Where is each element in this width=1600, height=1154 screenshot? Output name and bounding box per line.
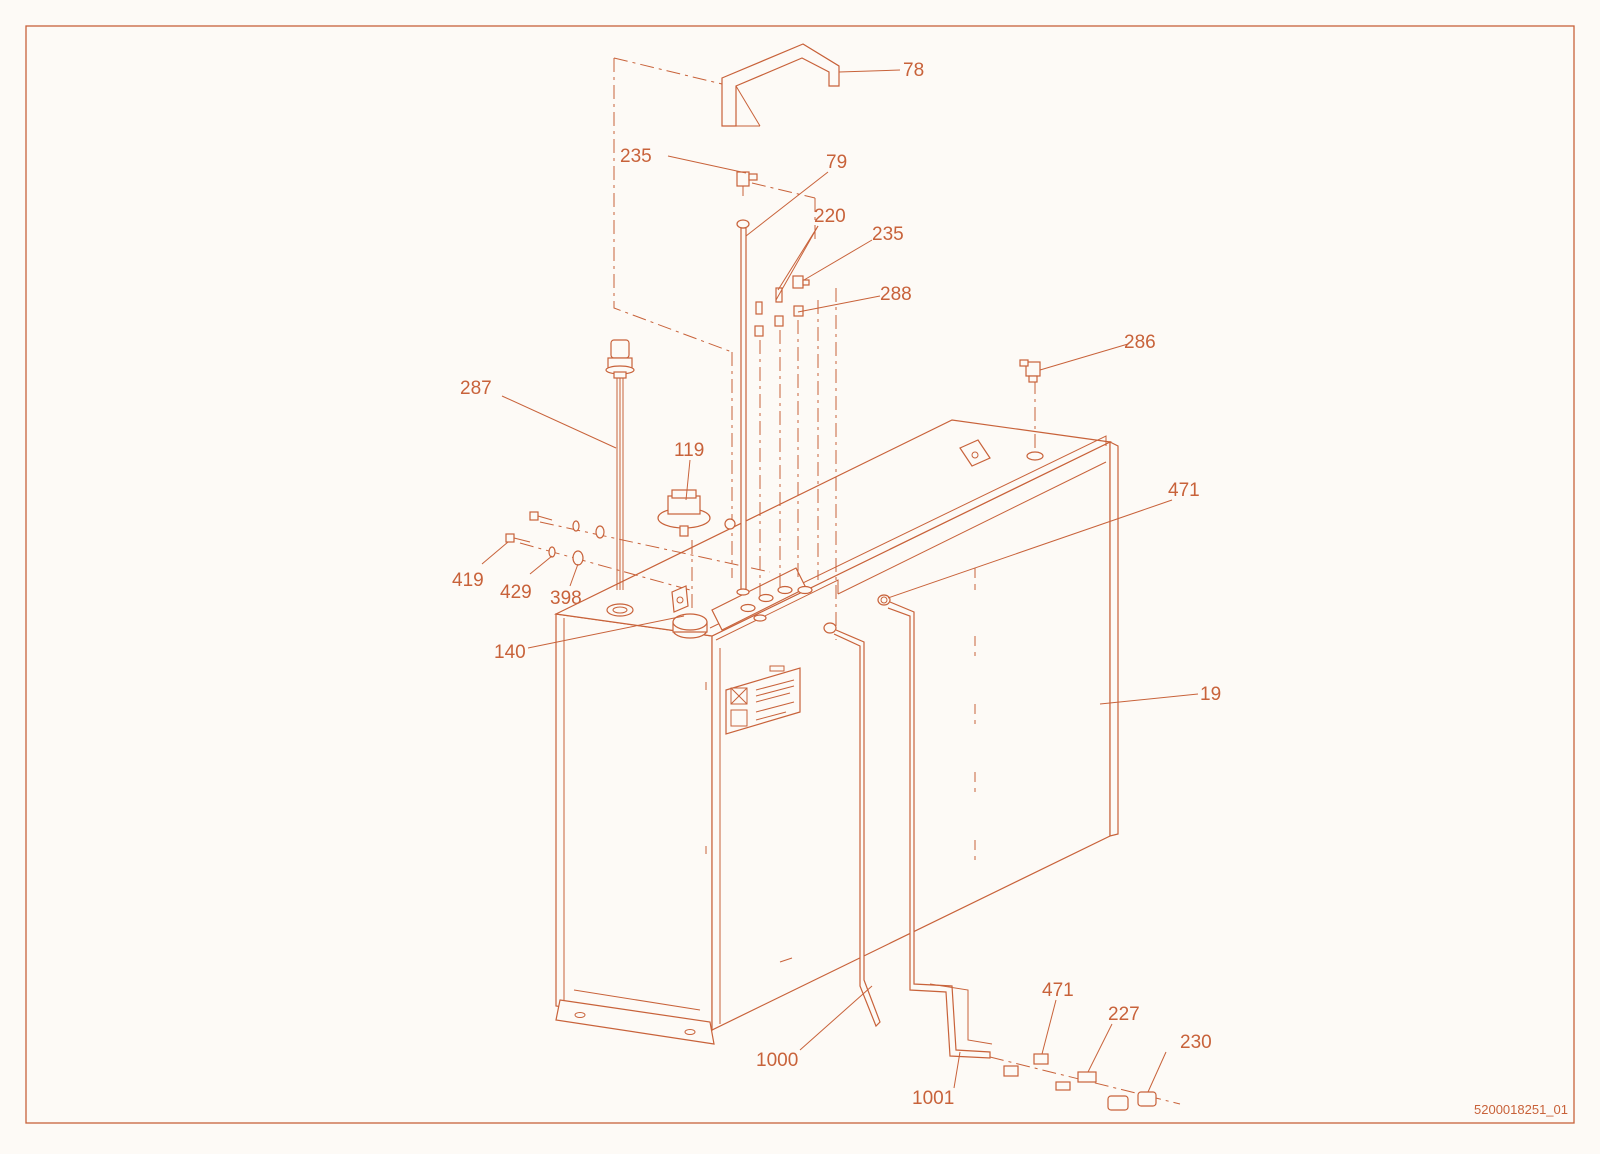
slot bbox=[779, 957, 793, 963]
probe-bracket bbox=[671, 585, 689, 613]
callout-labels: 78 235 79 220 235 288 286 287 119 471 41… bbox=[452, 60, 1221, 1109]
callout-398: 398 bbox=[550, 588, 582, 609]
callout-235-upper: 235 bbox=[620, 146, 652, 167]
part-398-washer bbox=[572, 550, 584, 566]
part-286-breather bbox=[1019, 359, 1041, 383]
part-471-nut-upper bbox=[880, 596, 888, 604]
callout-119: 119 bbox=[674, 440, 704, 461]
top-bracket-hole bbox=[971, 451, 979, 459]
top-bracket bbox=[959, 439, 991, 467]
bolt-assembly-upper bbox=[529, 511, 605, 539]
part-78-cover-bracket bbox=[721, 43, 840, 127]
tank-left-face bbox=[555, 613, 713, 1031]
base-foot-line bbox=[573, 989, 701, 1011]
assembly-line bbox=[613, 58, 733, 353]
drawing-frame bbox=[25, 25, 1575, 1124]
port bbox=[740, 603, 756, 613]
port bbox=[758, 593, 774, 603]
document-id: 5200018251_01 bbox=[1474, 1102, 1568, 1117]
assembly-line bbox=[539, 521, 771, 573]
part-429-washer bbox=[548, 546, 556, 558]
tank-right-flange bbox=[1109, 441, 1119, 837]
part-1000-pipe bbox=[823, 622, 881, 1028]
part-230-connector bbox=[1107, 1091, 1157, 1111]
part-1001-pipe bbox=[877, 594, 993, 1059]
part-235-fitting-upper bbox=[736, 171, 758, 196]
callout-471-upper: 471 bbox=[1168, 480, 1200, 501]
part-471-nut-lower bbox=[1003, 1053, 1049, 1077]
callout-286: 286 bbox=[1124, 332, 1156, 353]
part-287-level-probe bbox=[605, 339, 635, 590]
probe-bracket-hole bbox=[676, 596, 684, 604]
top-step-edge bbox=[837, 461, 1107, 595]
tank-body bbox=[553, 419, 1119, 1045]
base-foot bbox=[555, 999, 715, 1045]
assembly-line bbox=[519, 542, 691, 591]
callout-287: 287 bbox=[460, 378, 492, 399]
callout-419: 419 bbox=[452, 570, 484, 591]
port bbox=[777, 585, 793, 595]
assembly-line bbox=[751, 182, 816, 199]
part-419-bolt bbox=[505, 533, 531, 543]
assembly-line bbox=[613, 57, 723, 85]
callout-288: 288 bbox=[880, 284, 912, 305]
callout-78: 78 bbox=[903, 60, 924, 81]
top-opening-286 bbox=[1026, 451, 1044, 461]
callout-230: 230 bbox=[1180, 1032, 1212, 1053]
callout-79: 79 bbox=[826, 152, 847, 173]
part-79-dip-rod bbox=[736, 219, 750, 596]
callout-19: 19 bbox=[1200, 684, 1221, 705]
top-opening-left-inner bbox=[612, 606, 628, 614]
foot-hole-right bbox=[684, 1029, 696, 1035]
foot-hole-left bbox=[574, 1012, 586, 1018]
callout-429: 429 bbox=[500, 582, 532, 603]
top-rail bbox=[709, 435, 1107, 629]
top-opening-left bbox=[606, 603, 634, 617]
port bbox=[753, 614, 767, 622]
callout-1001: 1001 bbox=[912, 1088, 954, 1109]
callout-1000: 1000 bbox=[756, 1050, 798, 1071]
callout-220: 220 bbox=[814, 206, 846, 227]
callout-leaders bbox=[481, 69, 1199, 1093]
rating-plate bbox=[725, 665, 801, 735]
part-227-nipple bbox=[1055, 1071, 1097, 1091]
port bbox=[797, 585, 813, 595]
callout-140: 140 bbox=[494, 642, 526, 663]
part-119-gauge bbox=[657, 489, 736, 537]
callout-471-lower: 471 bbox=[1042, 980, 1074, 1001]
callout-235-lower: 235 bbox=[872, 224, 904, 245]
callout-227: 227 bbox=[1108, 1004, 1140, 1025]
part-140-collar bbox=[672, 613, 708, 639]
